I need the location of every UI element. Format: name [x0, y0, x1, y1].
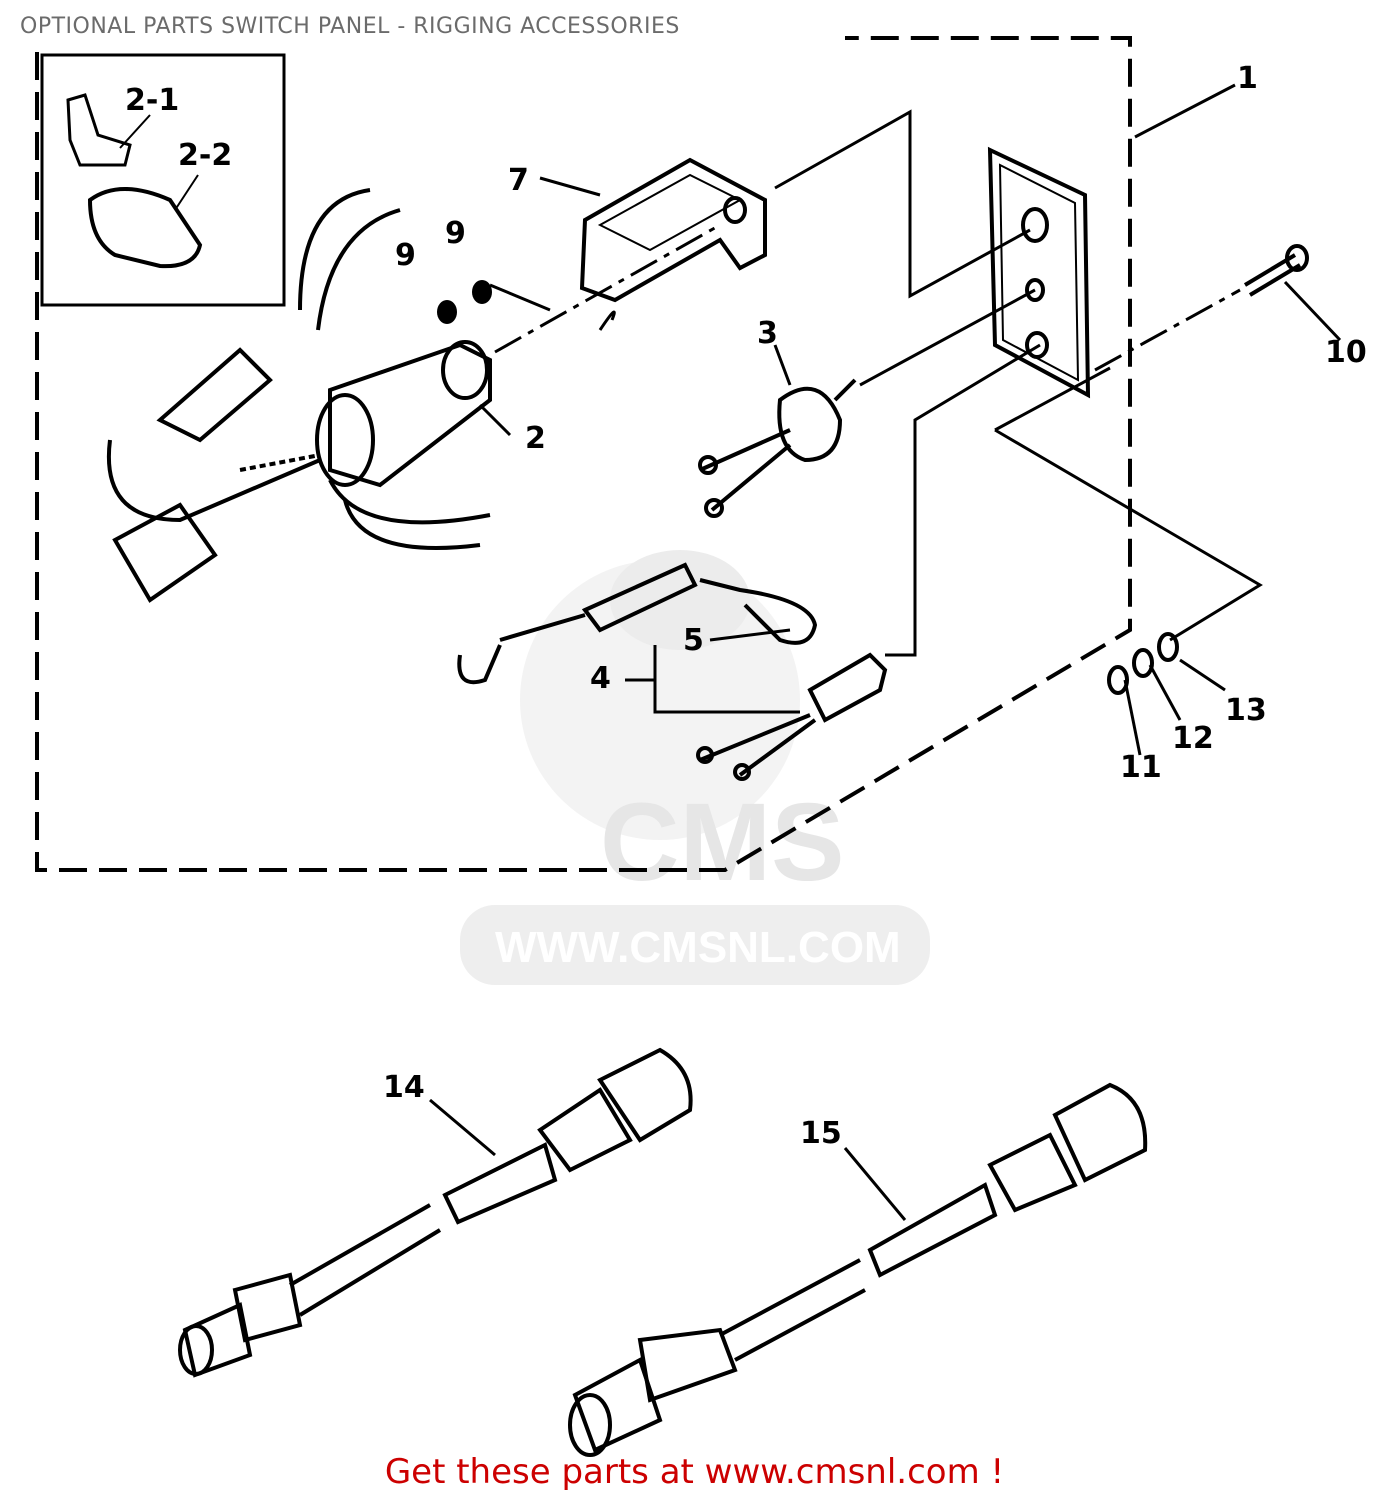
extension-cable-14: [178, 1047, 693, 1378]
push-switch: [698, 378, 857, 518]
key-fob-icon: [87, 187, 203, 269]
switch-panel-plate: [987, 146, 1091, 399]
page-title: OPTIONAL PARTS SWITCH PANEL - RIGGING AC…: [20, 14, 680, 39]
callout-labels: 1 2 2-1 2-2 3 4 5 7 9 9 10 11 12 13 14 1…: [125, 61, 1367, 1151]
callout-4: 4: [590, 661, 611, 696]
callout-10: 10: [1325, 335, 1367, 370]
lanyard-cord: [457, 562, 818, 685]
callout-7: 7: [508, 163, 529, 198]
callout-14: 14: [383, 1070, 425, 1105]
callout-2-2: 2-2: [178, 138, 232, 173]
cms-watermark: CMS WWW.CMSNL.COM: [460, 550, 930, 985]
stop-switch: [696, 652, 888, 781]
callout-11: 11: [1120, 750, 1162, 785]
key-inset: [40, 53, 286, 307]
callout-9a: 9: [395, 238, 416, 273]
extension-cable-15: [568, 1082, 1148, 1457]
key-icon: [66, 93, 132, 167]
watermark-logo: CMS: [600, 781, 844, 904]
assembly-boundary: [35, 36, 1132, 872]
footer-cta-link[interactable]: Get these parts at www.cmsnl.com !: [384, 1452, 1005, 1492]
watermark-url: WWW.CMSNL.COM: [495, 923, 901, 972]
callout-9b: 9: [445, 216, 466, 251]
callout-12: 12: [1172, 721, 1214, 756]
nut-parts: [437, 280, 492, 324]
callout-2: 2: [525, 421, 546, 456]
callout-2-1: 2-1: [125, 83, 179, 118]
bolt: [1243, 244, 1309, 297]
leader-lines: [429, 83, 1342, 1221]
callout-13: 13: [1225, 693, 1267, 728]
callout-15: 15: [800, 1116, 842, 1151]
mounting-bracket: [579, 157, 767, 331]
callout-1: 1: [1237, 61, 1258, 96]
callout-5: 5: [683, 623, 704, 658]
callout-3: 3: [757, 316, 778, 351]
washers: [1107, 632, 1179, 695]
main-switch-harness: [106, 188, 492, 603]
